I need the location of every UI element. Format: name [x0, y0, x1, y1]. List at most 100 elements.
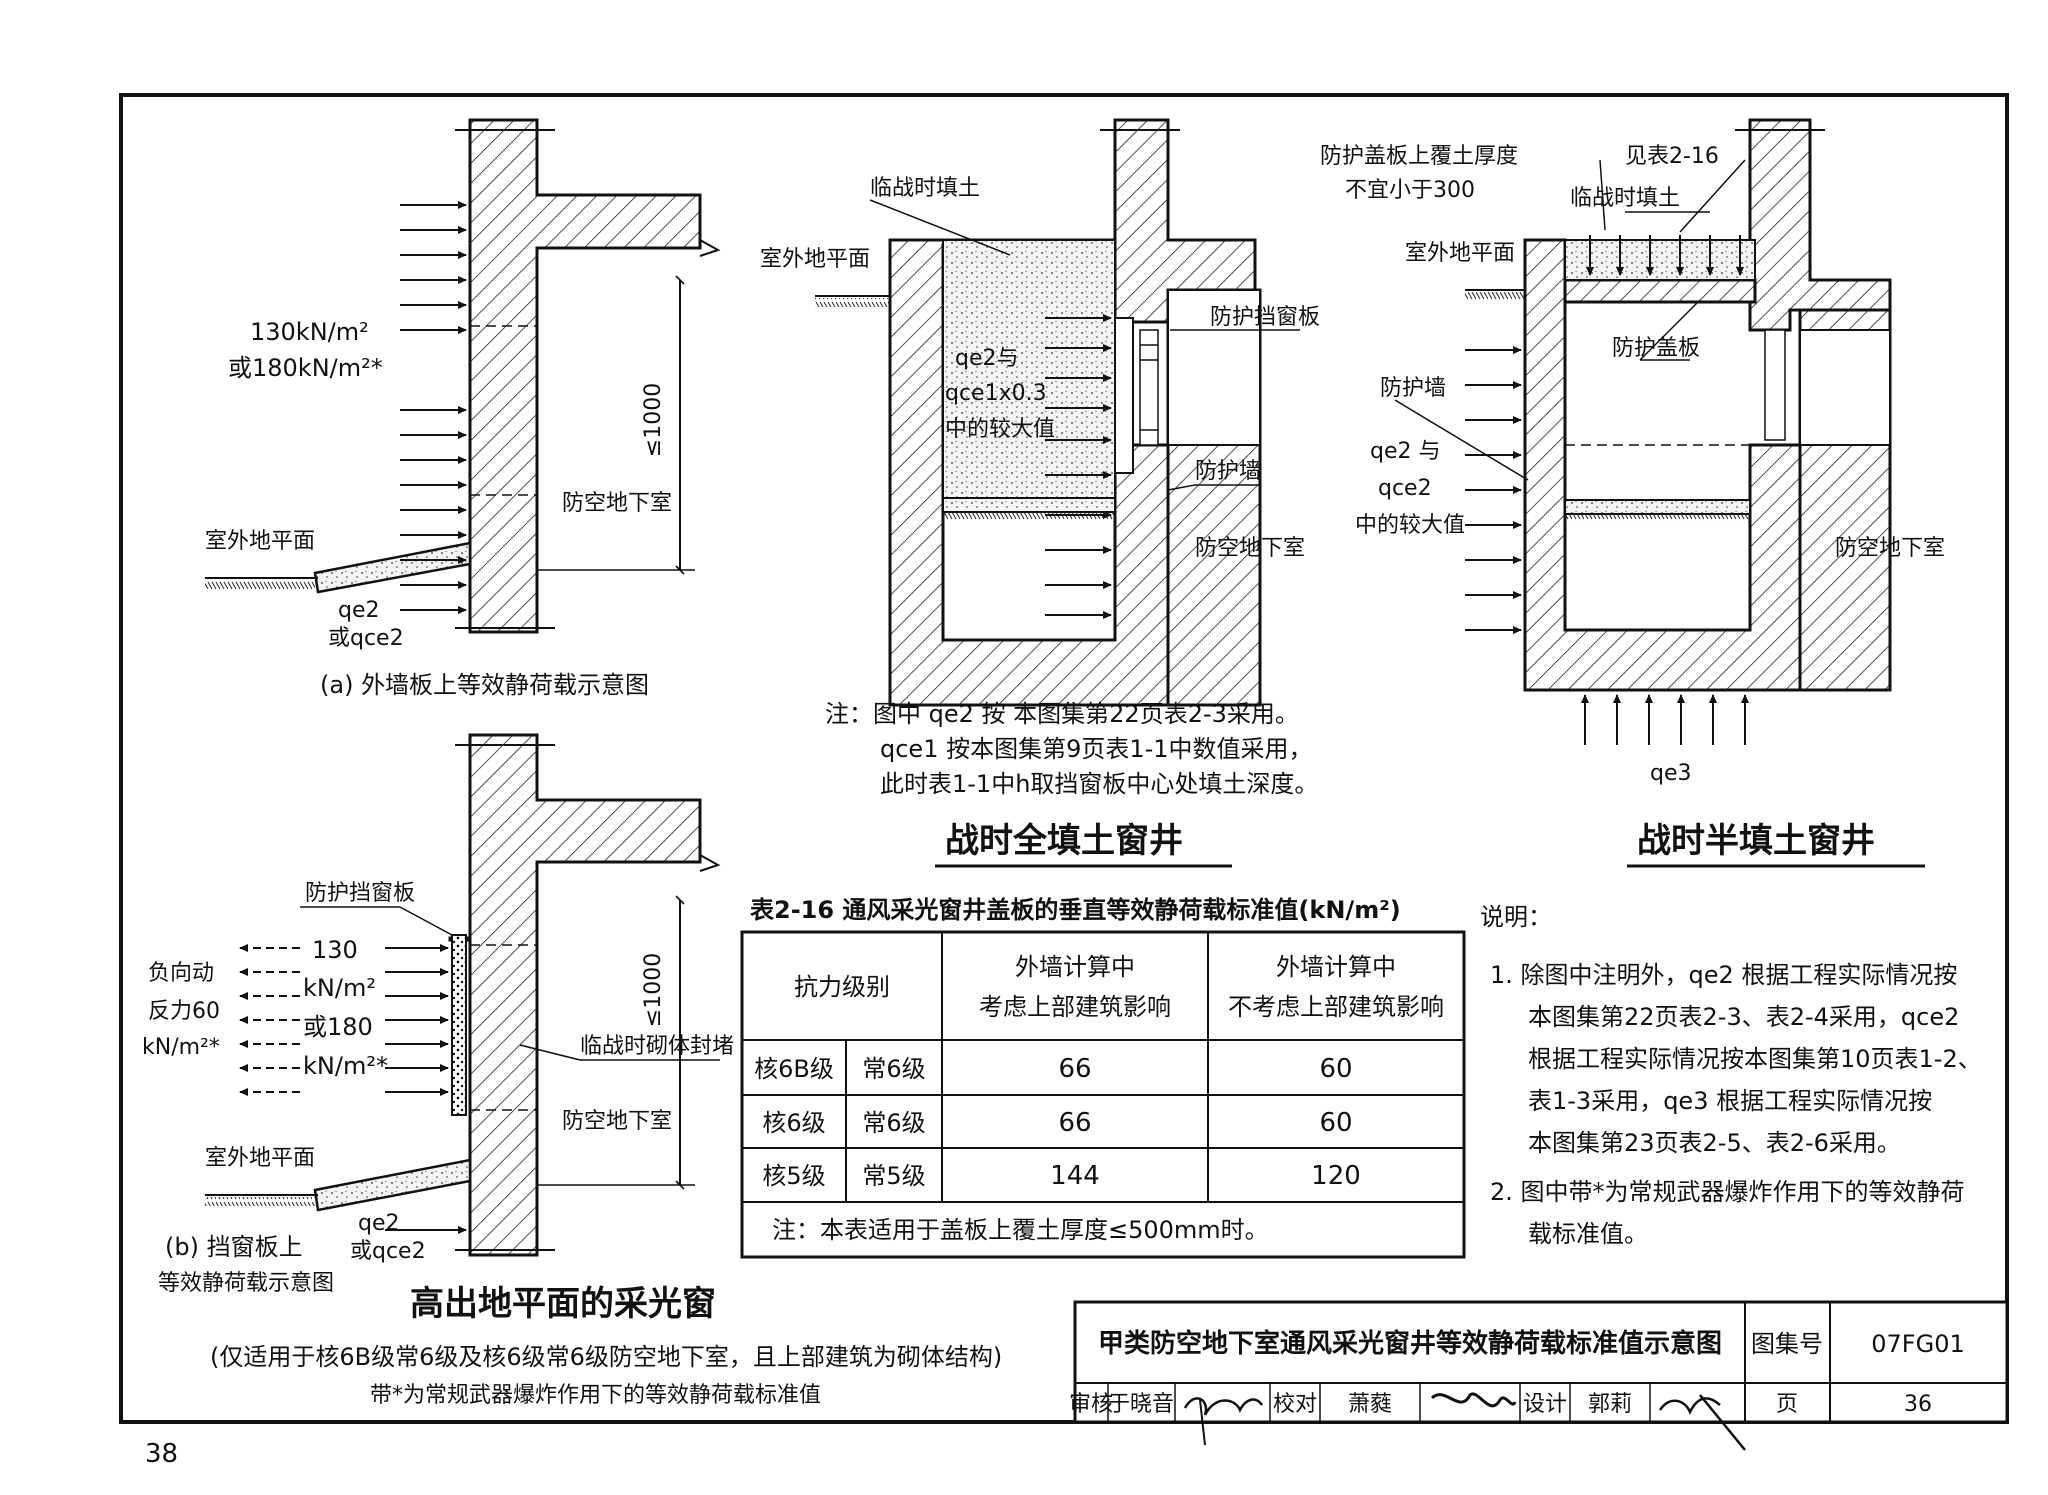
load-value-4: kN/m²*: [303, 1052, 388, 1080]
explanation-line: 本图集第22页表2-3、表2-4采用，qce2: [1528, 1003, 1959, 1031]
qce2-label: 或qce2: [350, 1239, 426, 1264]
fill-soil: [942, 239, 1116, 499]
atlas-no: 07FG01: [1871, 1330, 1964, 1358]
see-table-label: 见表2-16: [1625, 144, 1719, 169]
load-value-2: kN/m²: [303, 974, 376, 1002]
rebound-label-3: kN/m²*: [142, 1035, 220, 1060]
page-label: 页: [1776, 1392, 1798, 1417]
drawing-title: 甲类防空地下室通风采光窗井等效静荷载标准值示意图: [1098, 1328, 1722, 1359]
table-cell: 66: [1058, 1108, 1091, 1138]
reviewer-name: 于晓音: [1108, 1392, 1174, 1417]
explanation-line: 1. 除图中注明外，qe2 根据工程实际情况按: [1490, 961, 1957, 989]
table-cell: 60: [1319, 1108, 1352, 1138]
shutter-plate: [1114, 317, 1134, 474]
load-value-1: 130: [312, 936, 358, 964]
wall-section: [468, 118, 702, 634]
title-block: 甲类防空地下室通风采光窗井等效静荷载标准值示意图 图集号 07FG01 审核 于…: [1069, 1300, 2009, 1451]
wall-label: 防护墙: [1380, 376, 1446, 401]
basement-label: 防空地下室: [1835, 536, 1945, 561]
sheet-border: [119, 93, 2009, 1424]
cover-depth-label-1: 防护盖板上覆土厚度: [1320, 144, 1518, 169]
qe2-label: qe2: [338, 598, 380, 623]
load-arrows: [1045, 314, 1112, 619]
load-value-2: 或180kN/m²*: [228, 354, 383, 382]
designer-signature: [1658, 1394, 1746, 1451]
load-label-1: qe2与: [955, 346, 1019, 371]
cover-load-arrows: [1586, 235, 1744, 276]
table-cell: 66: [1058, 1054, 1091, 1084]
load-label-3: 中的较大值: [1355, 513, 1465, 538]
header-with-1: 外墙计算中: [1015, 953, 1135, 981]
explanation-heading: 说明：: [1480, 903, 1552, 931]
figure-b-caption-2: 等效静荷载示意图: [158, 1271, 334, 1296]
load-value-3: 或180: [303, 1013, 373, 1041]
qe3-label: qe3: [1650, 761, 1692, 786]
ground-label: 室外地平面: [205, 1146, 315, 1171]
dimension-label: ≤1000: [641, 383, 666, 457]
explanation-line: 本图集第23页表2-5、表2-6采用。: [1528, 1129, 1901, 1157]
main-wall: [1748, 118, 1892, 332]
note-line-2: qce1 按本图集第9页表1-1中数值采用，: [880, 735, 1313, 763]
figure-half-title: 战时半填土窗井: [1637, 821, 1875, 861]
reviewer-signature: [1183, 1397, 1264, 1416]
ground-label: 室外地平面: [205, 529, 315, 554]
load-label-1: qe2 与: [1370, 439, 1441, 464]
shutter-label: 防护挡窗板: [1210, 305, 1320, 330]
header-with-2: 考虑上部建筑影响: [979, 993, 1171, 1021]
explanation-line: 载标准值。: [1528, 1220, 1648, 1248]
table-note: 注：本表适用于盖板上覆土厚度≤500mm时。: [772, 1216, 1269, 1244]
figure-b-caption-1: (b) 挡窗板上: [165, 1233, 303, 1261]
explanation-line: 2. 图中带*为常规武器爆炸作用下的等效静荷: [1490, 1178, 1965, 1206]
figure-a-caption: (a) 外墙板上等效静荷载示意图: [320, 671, 649, 699]
checker-name: 萧蕤: [1348, 1392, 1392, 1417]
table-cell: 核6级: [762, 1109, 825, 1137]
explanation-line: 表1-3采用，qe3 根据工程实际情况按: [1528, 1087, 1932, 1115]
page-no: 36: [1904, 1392, 1932, 1417]
figure-a-wall-load: ≤1000 130kN/m² 或180kN/m²* 防空地下室 室外地平面 qe…: [205, 118, 721, 699]
note-line-1: 注：图中 qe2 按 本图集第22页表2-3采用。: [825, 700, 1299, 728]
paving-slab: [313, 1158, 472, 1212]
shutter-label: 防护挡窗板: [305, 881, 415, 906]
table-cell: 核6B级: [754, 1055, 834, 1083]
note-line-3: 此时表1-1中h取挡窗板中心处填土深度。: [880, 770, 1318, 798]
table-cell: 120: [1311, 1161, 1361, 1191]
load-value-1: 130kN/m²: [250, 318, 369, 346]
table-cell: 常5级: [862, 1162, 925, 1190]
design-label: 设计: [1523, 1392, 1567, 1417]
review-label: 审核: [1069, 1392, 1113, 1417]
wall-section: [448, 733, 702, 1257]
table-cell: 144: [1050, 1161, 1100, 1191]
header-without-1: 外墙计算中: [1276, 953, 1396, 981]
load-label-2: qce1x0.3: [945, 381, 1047, 406]
masonry-label: 临战时砌体封堵: [580, 1034, 734, 1059]
page-number: 38: [145, 1439, 178, 1469]
paving-slab: [313, 541, 472, 594]
fill-label: 临战时填土: [1570, 186, 1680, 211]
rebound-arrows: [239, 944, 300, 1096]
load-arrows: [385, 944, 467, 1234]
rebound-label-1: 负向动: [148, 961, 214, 986]
ground-label: 室外地平面: [1405, 241, 1515, 266]
cover-depth-label-2: 不宜小于300: [1345, 178, 1475, 203]
figure-full-fill-well: 临战时填土 室外地平面 防护挡窗板 qe2与 qce1x0.3 中的较大值 防护…: [760, 118, 1320, 868]
load-arrows: [400, 201, 467, 614]
basement-label: 防空地下室: [562, 491, 672, 516]
dimension-label: ≤1000: [641, 953, 666, 1027]
table-cell: 常6级: [862, 1055, 925, 1083]
check-label: 校对: [1273, 1392, 1317, 1417]
bottom-load-arrows: [1581, 694, 1749, 745]
left-applicability-note: (仅适用于核6B级常6级及核6级常6级防空地下室，且上部建筑为砌体结构): [210, 1343, 1002, 1371]
figure-full-title: 战时全填土窗井: [945, 821, 1183, 861]
load-label-2: qce2: [1378, 476, 1432, 501]
cover-label: 防护盖板: [1612, 336, 1700, 361]
table-cell: 60: [1319, 1054, 1352, 1084]
left-section-title: 高出地平面的采光窗: [410, 1284, 716, 1324]
table-cell: 核5级: [762, 1162, 825, 1190]
table-2-16: 表2-16 通风采光窗井盖板的垂直等效静荷载标准值(kN/m²) 抗力级别 外墙…: [740, 896, 1466, 1259]
wall-label: 防护墙: [1195, 459, 1261, 484]
load-label-3: 中的较大值: [945, 417, 1055, 442]
table-cell: 常6级: [862, 1109, 925, 1137]
qce2-label: 或qce2: [328, 626, 404, 651]
qe2-label: qe2: [358, 1211, 400, 1236]
